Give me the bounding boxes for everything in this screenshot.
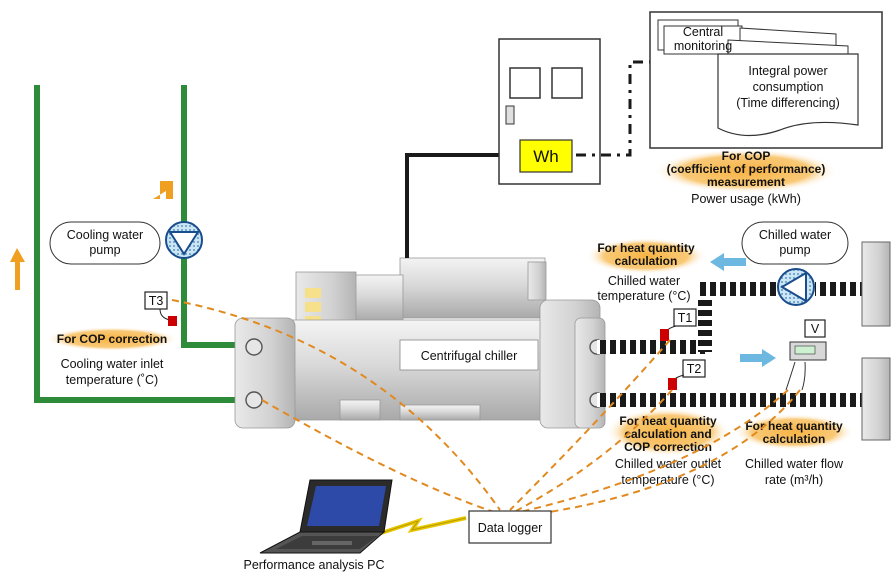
heat-calc-annotation-2: For heat quantity calculation and COP co… xyxy=(606,408,730,487)
arrow-right-icon xyxy=(740,349,776,367)
monitoring-box: Central monitoring Integral power consum… xyxy=(649,11,883,149)
chilled-water-pump xyxy=(777,268,815,306)
diagram-text: calculation and xyxy=(624,427,711,441)
diagram-text: temperature (˚C) xyxy=(66,373,158,387)
laptop-icon xyxy=(259,479,393,554)
arrow-down-icon xyxy=(153,181,173,199)
sensor-signal-lines xyxy=(171,299,801,517)
signal-line-monitoring xyxy=(576,60,650,157)
cooling-pump-label: Cooling water pump xyxy=(49,221,161,265)
chilled-pump-label: Chilled water pump xyxy=(741,221,849,265)
diagram-text: Chilled water outlet xyxy=(615,457,722,471)
data-logger: Data logger xyxy=(468,510,552,544)
diagram-text: Integral power xyxy=(748,64,827,78)
cooling-water-pipes xyxy=(34,85,255,403)
arrow-up-icon xyxy=(10,248,25,290)
power-cable xyxy=(405,153,500,258)
diagram-text: (coefficient of performance) xyxy=(667,162,826,176)
cop-correction-annotation: For COP correction Cooling water inlet t… xyxy=(46,327,178,387)
pc-label: Performance analysis PC xyxy=(243,558,384,572)
diagram-text: V xyxy=(811,322,820,336)
flow-meter-v: V xyxy=(785,319,827,391)
diagram-text: calculation xyxy=(763,432,826,446)
diagram-text: T3 xyxy=(149,294,164,308)
diagram-text: For heat quantity xyxy=(619,414,717,428)
cooling-water-pump xyxy=(165,221,203,259)
heat-calc-annotation-3: For heat quantity calculation Chilled wa… xyxy=(734,414,854,487)
diagram-text: For COP xyxy=(722,149,771,163)
chilled-water-pipes xyxy=(597,241,891,441)
cooling-flow-arrows xyxy=(10,181,173,290)
heat-calc-annotation-1: For heat quantity calculation Chilled wa… xyxy=(586,238,706,303)
diagram-text: temperature (°C) xyxy=(597,289,690,303)
diagram-text: COP correction xyxy=(624,440,712,454)
wh-meter-label: Wh xyxy=(533,147,559,166)
diagram-text: Chilled water flow xyxy=(745,457,844,471)
diagram-text: consumption xyxy=(753,80,824,94)
diagram-text: calculation xyxy=(615,254,678,268)
diagram-text: Chilled water xyxy=(608,274,680,288)
cop-measurement-annotation: For COP (coefficient of performance) mea… xyxy=(654,149,838,206)
diagram-text: For heat quantity xyxy=(597,241,695,255)
diagram-text: pump xyxy=(779,243,810,257)
power-panel: Wh xyxy=(498,38,601,185)
arrow-left-icon xyxy=(710,253,746,271)
diagram-text: Cooling water inlet xyxy=(61,357,164,371)
diagram-text: For heat quantity xyxy=(745,419,843,433)
chiller-label: Centrifugal chiller xyxy=(421,349,518,363)
diagram-text: T1 xyxy=(678,311,693,325)
diagram-text: For COP correction xyxy=(57,332,167,346)
diagram-text: Cooling water xyxy=(67,228,143,242)
diagram-text: Chilled water xyxy=(759,228,831,242)
diagram-text: measurement xyxy=(707,175,785,189)
diagram-text: Power usage (kWh) xyxy=(691,192,801,206)
sensor-t3: T3 xyxy=(144,291,177,326)
diagram-text: Data logger xyxy=(478,521,543,535)
diagram-text: (Time differencing) xyxy=(736,96,840,110)
sensor-t2: T2 xyxy=(668,359,706,390)
diagram-text: Central xyxy=(683,25,723,39)
diagram-text: pump xyxy=(89,243,120,257)
diagram-text: monitoring xyxy=(674,39,732,53)
diagram-text: T2 xyxy=(687,362,702,376)
sensor-t1: T1 xyxy=(660,308,697,341)
centrifugal-chiller: Centrifugal chiller xyxy=(234,257,606,429)
diagram-text: rate (m³/h) xyxy=(765,473,823,487)
